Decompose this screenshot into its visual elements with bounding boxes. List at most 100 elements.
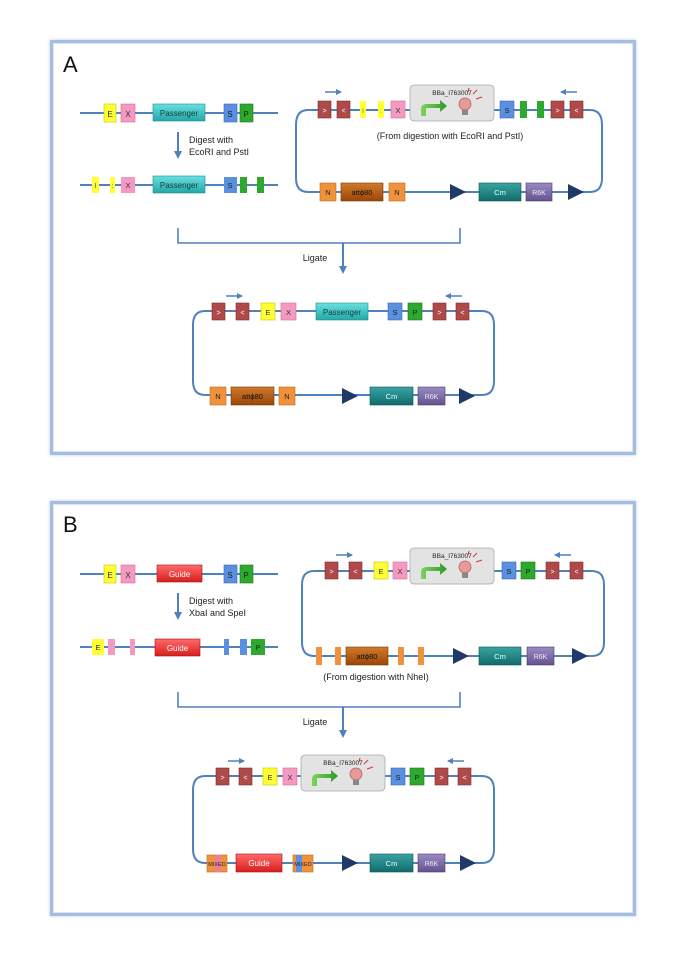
psti-site (239, 103, 254, 123)
svg-text:N: N (394, 188, 399, 197)
digest-step-b-line2: XbaI and SpeI (189, 608, 246, 618)
digested-guide-fragment: E Guide P (80, 638, 278, 657)
svg-text:>: > (437, 310, 441, 317)
svg-text:X: X (287, 773, 292, 782)
ligate-bracket-a (177, 228, 461, 244)
ligate-label-b: Ligate (303, 717, 328, 727)
svg-text:>: > (220, 775, 224, 782)
svg-text:X: X (125, 571, 131, 580)
svg-text:X: X (395, 106, 400, 115)
passenger-label: Passenger (160, 109, 199, 118)
svg-text:<: < (574, 569, 578, 576)
psti-label: P (243, 110, 248, 119)
passenger-part: E X Passenger S P (80, 103, 278, 123)
svg-text:Cm: Cm (386, 859, 398, 868)
svg-text:>: > (555, 108, 559, 115)
promoter-arrow (421, 100, 447, 116)
svg-text:MIXED: MIXED (294, 862, 311, 868)
svg-text:Guide: Guide (167, 644, 189, 653)
svg-text:BBa_I763007: BBa_I763007 (432, 90, 472, 97)
svg-text:BBa_I763007: BBa_I763007 (432, 553, 472, 560)
digest-step-b-line1: Digest with (189, 596, 233, 606)
svg-text:P: P (525, 567, 530, 576)
svg-text:S: S (506, 567, 511, 576)
svg-text:I: I (362, 109, 364, 115)
vector-plasmid-b: > < E X BBa_I763007 S P > < (301, 547, 605, 666)
svg-text:>: > (329, 569, 333, 576)
svg-text:S: S (227, 181, 232, 190)
guide-gene (156, 564, 203, 583)
ligate-label-a: Ligate (303, 253, 328, 263)
svg-text:<: < (574, 108, 578, 115)
svg-text:X: X (125, 181, 130, 190)
svg-text:S: S (227, 571, 232, 580)
svg-text:Passenger: Passenger (160, 181, 199, 190)
svg-text:N: N (325, 188, 330, 197)
svg-text:X: X (397, 567, 402, 576)
svg-text:Cm: Cm (494, 652, 506, 661)
panel-a-letter: A (63, 52, 78, 77)
svg-text:attϕ80: attϕ80 (352, 188, 373, 197)
panel-a-diagram: E X Passenger S P Digest with EcoRI and … (80, 84, 603, 406)
svg-text:R6K: R6K (532, 190, 546, 197)
spei-site (223, 103, 238, 123)
panel-b-diagram: E X Guide S P Digest with XbaI and SpeI … (80, 547, 605, 873)
svg-text:attϕ80: attϕ80 (357, 652, 378, 661)
svg-text:S: S (504, 106, 509, 115)
svg-text:Cm: Cm (386, 392, 398, 401)
svg-text:R6K: R6K (425, 394, 439, 401)
svg-text:Passenger: Passenger (323, 308, 362, 317)
ligate-bracket-b (177, 692, 461, 708)
svg-text:Cm: Cm (494, 188, 506, 197)
spei-label: S (227, 110, 232, 119)
svg-text:<: < (462, 775, 466, 782)
svg-text::: : (380, 109, 382, 115)
svg-text:<: < (341, 108, 345, 115)
svg-text:<: < (353, 569, 357, 576)
svg-text:P: P (412, 308, 417, 317)
plasmid-note-a: (From digestion with EcoRI and PstI) (377, 131, 524, 141)
xbai-site (120, 103, 136, 123)
vector-plasmid-a: > < I : X BBa_I763007 S > (295, 84, 603, 202)
digest-step-a-line1: Digest with (189, 135, 233, 145)
svg-text:>: > (322, 108, 326, 115)
digest-step-a-line2: EcoRI and PstI (189, 147, 249, 157)
product-plasmid-b: > < E X BBa_I763007 S P > < (192, 754, 495, 873)
svg-text:<: < (240, 310, 244, 317)
svg-text:I: I (95, 183, 97, 190)
svg-text:MIXED: MIXED (208, 862, 225, 868)
ecori-site (103, 103, 117, 123)
svg-text:R6K: R6K (534, 654, 548, 661)
guide-label: Guide (169, 570, 191, 579)
svg-text:>: > (216, 310, 220, 317)
svg-text:<: < (460, 310, 464, 317)
svg-text:attϕ80: attϕ80 (242, 392, 263, 401)
panel-b-letter: B (63, 512, 78, 537)
svg-text:E: E (95, 643, 100, 652)
svg-text:E: E (107, 571, 112, 580)
xbai-label: X (125, 110, 131, 119)
svg-text:S: S (392, 308, 397, 317)
svg-text:BBa_I763007: BBa_I763007 (323, 760, 363, 767)
svg-text:E: E (378, 567, 383, 576)
svg-text:>: > (439, 775, 443, 782)
svg-text:N: N (284, 392, 289, 401)
passenger-gene (152, 103, 206, 122)
svg-text:R6K: R6K (425, 861, 439, 868)
svg-text:P: P (243, 571, 248, 580)
lamp-icon (458, 97, 472, 111)
svg-text:Guide: Guide (248, 859, 270, 868)
product-plasmid-a: > < E X Passenger S P > < N attϕ80 N (192, 293, 495, 406)
svg-text:P: P (414, 773, 419, 782)
svg-text:>: > (550, 569, 554, 576)
plasmid-note-b: (From digestion with NheI) (323, 672, 429, 682)
svg-text::: : (112, 183, 114, 190)
svg-text:<: < (243, 775, 247, 782)
ecori-label: E (107, 110, 112, 119)
svg-text:X: X (286, 308, 291, 317)
svg-text:E: E (265, 308, 270, 317)
digested-passenger-fragment: I : X Passenger S (80, 175, 278, 194)
svg-text:E: E (267, 773, 272, 782)
guide-part: E X Guide S P (80, 564, 278, 584)
